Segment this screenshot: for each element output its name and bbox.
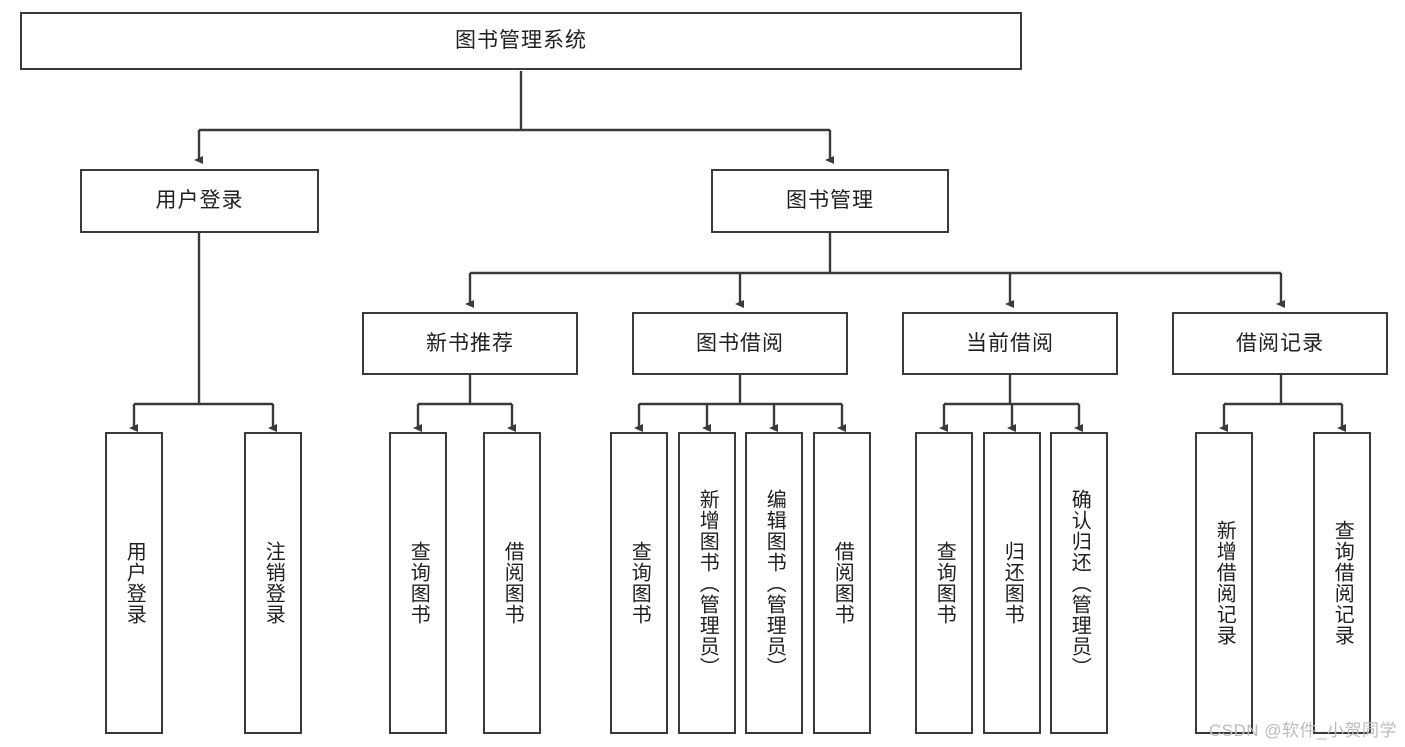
node-label: 图书借阅 (696, 331, 784, 355)
node-label: 确认归还（管理员） (1068, 488, 1091, 678)
leaf-borrow-query-book[interactable]: 查询图书 (610, 432, 668, 734)
node-user-login[interactable]: 用户登录 (80, 169, 319, 233)
leaf-recommend-query-book[interactable]: 查询图书 (389, 432, 447, 734)
node-label: 归还图书 (1001, 541, 1024, 625)
node-borrow-record[interactable]: 借阅记录 (1172, 312, 1388, 375)
node-label: 借阅图书 (501, 541, 524, 625)
leaf-record-query-record[interactable]: 查询借阅记录 (1313, 432, 1371, 734)
leaf-borrow-borrow-book[interactable]: 借阅图书 (813, 432, 871, 734)
node-label: 图书管理系统 (455, 29, 587, 53)
node-book-borrow[interactable]: 图书借阅 (632, 312, 848, 375)
leaf-record-add-record[interactable]: 新增借阅记录 (1195, 432, 1253, 734)
watermark-text: CSDN @软件_小贺同学 (1208, 721, 1397, 740)
leaf-current-return-book[interactable]: 归还图书 (983, 432, 1041, 734)
leaf-current-confirm-return[interactable]: 确认归还（管理员） (1050, 432, 1108, 734)
node-label: 查询图书 (933, 541, 956, 625)
leaf-current-query-book[interactable]: 查询图书 (915, 432, 973, 734)
leaf-user-login-signin[interactable]: 用户登录 (105, 432, 163, 734)
node-label: 查询图书 (407, 541, 430, 625)
node-label: 编辑图书（管理员） (763, 488, 786, 678)
node-label: 新书推荐 (426, 331, 514, 355)
node-label: 用户登录 (123, 541, 146, 625)
node-book-management[interactable]: 图书管理 (711, 169, 949, 233)
node-label: 当前借阅 (966, 331, 1054, 355)
node-label: 用户登录 (155, 189, 244, 213)
node-new-book-recommend[interactable]: 新书推荐 (362, 312, 578, 375)
node-label: 借阅记录 (1236, 331, 1324, 355)
node-label: 新增借阅记录 (1213, 520, 1236, 646)
leaf-user-login-signout[interactable]: 注销登录 (244, 432, 302, 734)
node-label: 查询借阅记录 (1331, 520, 1354, 646)
node-label: 查询图书 (628, 541, 651, 625)
node-label: 新增图书（管理员） (696, 488, 719, 678)
node-current-borrow[interactable]: 当前借阅 (902, 312, 1118, 375)
leaf-recommend-borrow-book[interactable]: 借阅图书 (483, 432, 541, 734)
node-root-system[interactable]: 图书管理系统 (20, 12, 1022, 70)
node-label: 图书管理 (786, 189, 874, 213)
leaf-borrow-add-book[interactable]: 新增图书（管理员） (678, 432, 736, 734)
leaf-borrow-edit-book[interactable]: 编辑图书（管理员） (745, 432, 803, 734)
node-label: 借阅图书 (831, 541, 854, 625)
node-label: 注销登录 (262, 541, 285, 625)
